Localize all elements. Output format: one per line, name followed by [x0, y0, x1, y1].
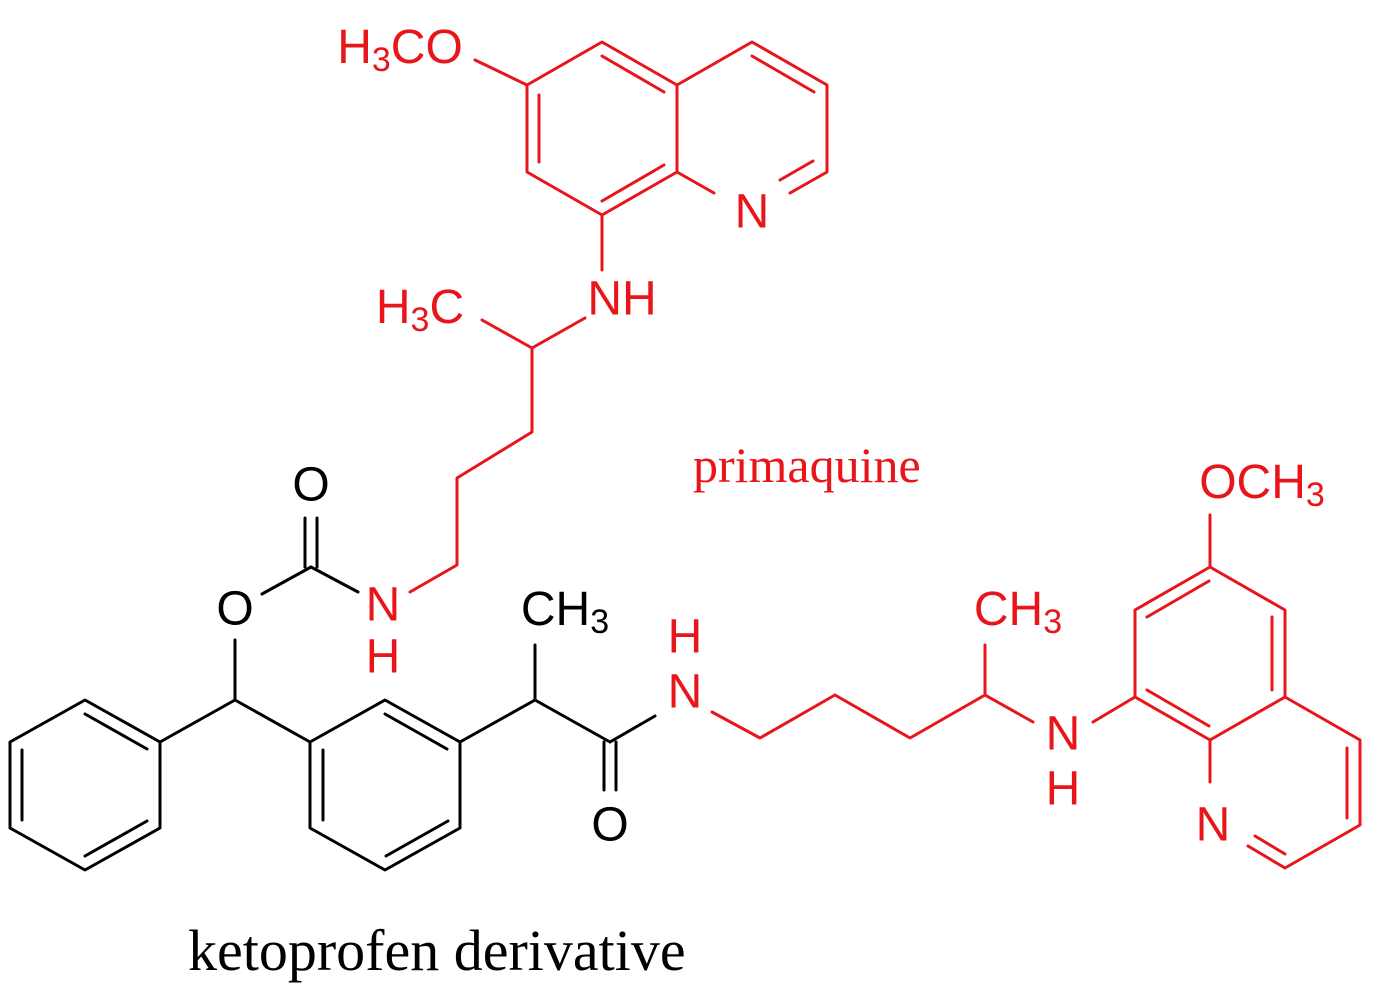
- right-ring-n-label: N: [1196, 799, 1231, 852]
- right-primaquine: [710, 513, 1362, 870]
- right-benzo-double-bonds: [1145, 579, 1274, 728]
- top-primaquine: [408, 40, 829, 594]
- right-nh-h-label: H: [1046, 763, 1081, 816]
- amide-n-label: N: [668, 666, 703, 719]
- top-methyl-label: H3C: [376, 281, 464, 339]
- top-quinoline-benzo-ring: [525, 40, 679, 217]
- right-methoxy-label: OCH3: [1199, 456, 1325, 514]
- middle-phenyl-ring: [308, 698, 462, 872]
- top-pyridine-double-bonds: [750, 54, 816, 182]
- carbamate-carbonyl-o-label: O: [292, 459, 329, 512]
- left-phenyl-double-bonds: [20, 712, 149, 858]
- top-quinoline-pyridine-ring: [675, 40, 829, 195]
- middle-phenyl-double-bonds: [321, 712, 450, 858]
- top-benzo-double-bonds: [537, 54, 666, 203]
- right-quinoline-pyridine-ring: [1208, 695, 1362, 870]
- right-pyridine-double-bonds: [1253, 746, 1349, 856]
- top-ring-n-label: N: [735, 186, 770, 239]
- top-side-chain: [408, 316, 587, 594]
- top-methoxy-label: H3CO: [337, 21, 463, 79]
- amide-o-label: O: [591, 799, 628, 852]
- right-methyl-label: CH3: [974, 583, 1062, 641]
- amide-h-label: H: [668, 611, 703, 664]
- carbamate-bonds: [233, 516, 360, 702]
- left-phenyl-ring: [8, 698, 162, 872]
- ketoprofen-caption: ketoprofen derivative: [188, 918, 686, 983]
- carbamate-h-label: H: [366, 631, 401, 684]
- ketoprofen-methyl-label: CH3: [521, 583, 609, 641]
- carbamate-ester-o-label: O: [216, 583, 253, 636]
- benzhydryl-bonds: [158, 698, 312, 744]
- top-methoxy-bond: [473, 58, 529, 87]
- propionyl-bonds: [458, 643, 657, 792]
- ketoprofen-core: [8, 516, 657, 872]
- right-nh-c8-bond: [1091, 695, 1137, 724]
- right-nh-n-label: N: [1046, 708, 1081, 761]
- right-quinoline-benzo-ring: [1133, 565, 1287, 742]
- primaquine-caption: primaquine: [693, 437, 921, 493]
- top-nh-label: NH: [587, 273, 656, 326]
- right-side-chain: [710, 643, 1035, 740]
- carbamate-n-label: N: [366, 579, 401, 632]
